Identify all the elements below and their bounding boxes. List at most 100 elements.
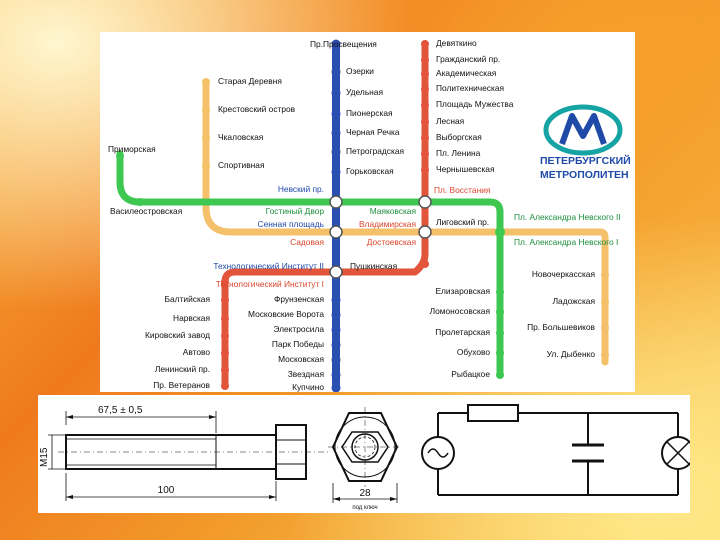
station-label: Московские Ворота	[248, 309, 324, 319]
station-label: Новочеркасская	[532, 269, 595, 279]
station-dot	[331, 67, 341, 77]
station-dot	[421, 118, 429, 126]
station-label: Пр.Просвещения	[310, 39, 377, 49]
station-label: Чернышевская	[436, 164, 495, 174]
station-label: Пушкинская	[350, 261, 397, 271]
station-dot	[421, 260, 429, 268]
bolt-thread-length: 67,5 ± 0,5	[98, 405, 143, 416]
technical-drawings-panel: 67,5 ± 0,5 100 М15 28 под ключ	[38, 395, 690, 513]
station-dot	[421, 56, 429, 64]
station-label: Старая Деревня	[218, 76, 282, 86]
station-label: Пр. Большевиков	[527, 322, 595, 332]
station-label: Московская	[278, 354, 324, 364]
station-dot	[421, 166, 429, 174]
station-label: Владимирская	[359, 219, 416, 229]
station-dot	[331, 340, 341, 350]
station-dot	[202, 162, 210, 170]
lamp-icon	[661, 436, 690, 470]
station-label: Невский пр.	[278, 184, 324, 194]
station-dot	[331, 370, 341, 380]
station-label: Кировский завод	[145, 330, 210, 340]
station-label: Электросила	[273, 324, 324, 334]
station-label: Чкаловская	[218, 132, 263, 142]
station-label: Девяткино	[436, 38, 477, 48]
station-label: Петроградская	[346, 146, 404, 156]
station-label: Площадь Мужества	[436, 99, 514, 109]
technical-drawings: 67,5 ± 0,5 100 М15 28 под ключ	[39, 404, 690, 511]
station-dot	[221, 278, 229, 286]
station-dot	[421, 85, 429, 93]
station-dot	[331, 167, 341, 177]
station-label: Удельная	[346, 87, 383, 97]
metro-map-panel: Пр.Просвещения Озерки Удельная Пионерска…	[100, 32, 635, 392]
station-label: Парк Победы	[272, 339, 324, 349]
metro-map: Пр.Просвещения Озерки Удельная Пионерска…	[108, 38, 631, 392]
station-label: Достоевская	[367, 237, 416, 247]
nut-note: под ключ	[352, 505, 377, 511]
station-label: Спортивная	[218, 160, 265, 170]
station-label: Гостиный Двор	[266, 206, 325, 216]
logo-text-line1: ПЕТЕРБУРГСКИЙ	[540, 154, 631, 167]
station-label: Пролетарская	[435, 327, 490, 337]
station-dot	[421, 150, 429, 158]
station-dot	[495, 227, 505, 237]
station-dot	[221, 332, 229, 340]
station-label: Политехническая	[436, 83, 504, 93]
bolt-drawing	[48, 411, 328, 501]
station-label: Технологический Институт I	[216, 279, 324, 289]
station-label: Пл. Александра Невского I	[514, 237, 618, 247]
station-dot	[601, 324, 609, 332]
station-dot	[331, 88, 341, 98]
station-dot	[331, 295, 341, 305]
red-line-track	[221, 40, 429, 388]
station-dot	[421, 70, 429, 78]
station-dot	[601, 351, 609, 359]
station-label: Озерки	[346, 66, 374, 76]
transfer-hub	[418, 225, 432, 239]
station-dot	[331, 128, 341, 138]
resistor-icon	[467, 404, 519, 422]
station-dot	[496, 308, 504, 316]
station-label: Крестовский остров	[218, 104, 296, 114]
yellow-line-track	[202, 78, 609, 366]
station-dot	[331, 310, 341, 320]
station-label: Пр. Ветеранов	[153, 380, 210, 390]
metro-m-logo-icon	[543, 104, 623, 156]
station-label: Фрунзенская	[274, 294, 324, 304]
station-dot	[496, 371, 504, 379]
station-label: Пл. Александра Невского II	[514, 212, 621, 222]
transfer-hub	[418, 195, 432, 209]
station-label: Звездная	[288, 369, 324, 379]
station-dot	[202, 106, 210, 114]
bolt-thread-size: М15	[39, 447, 50, 467]
station-dot	[202, 78, 210, 86]
station-dots	[116, 39, 609, 392]
station-label: Елизаровская	[435, 286, 490, 296]
station-dot	[421, 134, 429, 142]
nut-drawing	[328, 407, 402, 503]
station-dot	[116, 152, 124, 160]
station-label: Приморская	[108, 144, 156, 154]
station-label: Черная Речка	[346, 127, 400, 137]
bolt-total-length: 100	[158, 485, 175, 496]
station-label: Василеостровская	[110, 206, 182, 216]
station-dot	[221, 315, 229, 323]
station-label: Ул. Дыбенко	[547, 349, 596, 359]
station-dot	[331, 147, 341, 157]
station-label: Маяковская	[370, 206, 416, 216]
station-labels: Пр.Просвещения Озерки Удельная Пионерска…	[108, 38, 621, 392]
transfer-hub	[329, 225, 343, 239]
transfer-hub	[329, 195, 343, 209]
circuit-diagram	[421, 404, 690, 496]
transfer-hub	[329, 265, 343, 279]
station-dot	[331, 355, 341, 365]
station-label: Рыбацкое	[451, 369, 490, 379]
nut-size: 28	[359, 488, 371, 499]
logo-text-line2: МЕТРОПОЛИТЕН	[540, 169, 629, 181]
station-label: Пионерская	[346, 108, 393, 118]
station-dot	[331, 383, 341, 392]
station-label: Ленинский пр.	[155, 364, 210, 374]
station-dot	[421, 101, 429, 109]
station-label: Автово	[183, 347, 211, 357]
station-label: Садовая	[290, 237, 324, 247]
